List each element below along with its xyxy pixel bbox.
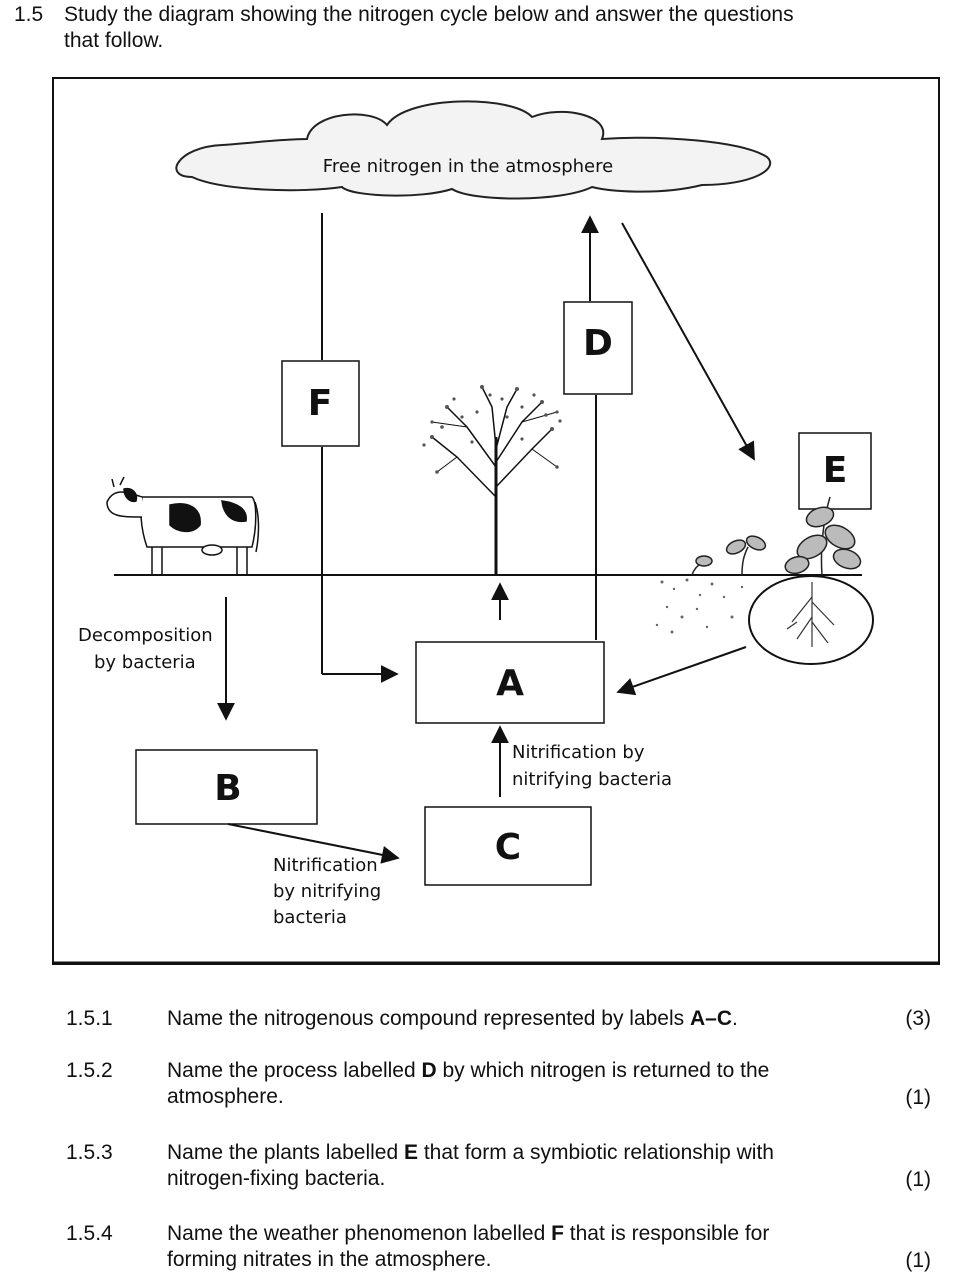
nitrification-bc-line1: Nitrification	[273, 855, 378, 876]
box-f-letter: F	[308, 383, 333, 424]
tree	[431, 386, 558, 575]
subquestion-3-post: that form a symbiotic relationship with	[418, 1141, 774, 1164]
box-b-letter: B	[214, 768, 241, 809]
decomposition-label-line1: Decomposition	[78, 625, 213, 646]
decomposition-label-line2: by bacteria	[94, 652, 196, 673]
subquestion-3-pre: Name the plants labelled	[167, 1141, 404, 1164]
question-number: 1.5	[14, 3, 44, 26]
question-instruction: Study the diagram showing the nitrogen c…	[64, 3, 794, 52]
subquestion-3-line2: nitrogen-fixing bacteria.	[167, 1167, 386, 1190]
subquestion-4-line2: forming nitrates in the atmosphere.	[167, 1248, 492, 1271]
subquestion-1-bold: A–C	[690, 1007, 733, 1030]
nitrification-ac-line2: nitrifying bacteria	[512, 769, 672, 790]
box-a-letter: A	[496, 663, 524, 704]
subquestion-2-pre: Name the process labelled	[167, 1059, 422, 1082]
subquestion-3-bold: E	[403, 1141, 418, 1164]
soil-texture	[655, 578, 754, 634]
subquestion-1-marks: (3)	[905, 1007, 931, 1030]
atmosphere-cloud	[175, 100, 772, 200]
nitrification-bc-line3: bacteria	[273, 907, 347, 928]
subquestion-3-number: 1.5.3	[66, 1141, 113, 1164]
box-e-letter: E	[823, 450, 848, 491]
nitrogen-cycle-diagram: Free nitrogen in the atmosphere F D E	[52, 77, 940, 965]
root-nodule-circle	[748, 575, 874, 665]
subquestion-1-text: Name the nitrogenous compound represente…	[167, 1006, 867, 1032]
subquestion-1-number: 1.5.1	[66, 1007, 113, 1030]
arrow-nodules-to-a	[616, 646, 747, 696]
subquestion-4-pre: Name the weather phenomenon labelled	[167, 1222, 552, 1245]
box-d-letter: D	[583, 323, 613, 364]
subquestion-4-number: 1.5.4	[66, 1222, 113, 1245]
subquestion-2-line2: atmosphere.	[167, 1085, 284, 1108]
nitrification-bc-line2: by nitrifying	[273, 881, 381, 902]
subquestion-2-bold: D	[421, 1059, 437, 1082]
subquestion-2-text: Name the process labelled D by which nit…	[167, 1058, 867, 1110]
box-c	[424, 806, 592, 886]
root-drawing	[786, 582, 835, 647]
cloud-label: Free nitrogen in the atmosphere	[323, 156, 613, 177]
subquestion-4-post: that is responsible for	[563, 1222, 770, 1245]
subquestion-4-bold: F	[551, 1222, 564, 1245]
subquestion-4-text: Name the weather phenomenon labelled F t…	[167, 1221, 867, 1273]
box-f	[281, 360, 360, 447]
box-a	[415, 641, 605, 724]
subquestion-1-pre: Name the nitrogenous compound represente…	[167, 1007, 690, 1030]
arrow-cloud-to-e	[621, 222, 755, 461]
box-e	[798, 432, 872, 510]
nitrification-ac-line1: Nitrification by	[512, 742, 645, 763]
subquestion-1-post: .	[732, 1007, 738, 1030]
box-c-letter: C	[495, 827, 521, 868]
box-d	[563, 301, 633, 395]
subquestion-2-marks: (1)	[905, 1086, 931, 1109]
subquestion-2-post: by which nitrogen is returned to the	[436, 1059, 770, 1082]
box-b	[135, 749, 318, 825]
tree-foliage	[422, 385, 562, 474]
subquestion-3-text: Name the plants labelled E that form a s…	[167, 1140, 867, 1192]
subquestion-2-number: 1.5.2	[66, 1059, 113, 1082]
subquestion-4-marks: (1)	[905, 1249, 931, 1272]
cow	[106, 476, 260, 575]
legume-plants	[691, 496, 862, 576]
subquestion-3-marks: (1)	[905, 1168, 931, 1191]
arrow-b-to-c	[227, 823, 400, 864]
